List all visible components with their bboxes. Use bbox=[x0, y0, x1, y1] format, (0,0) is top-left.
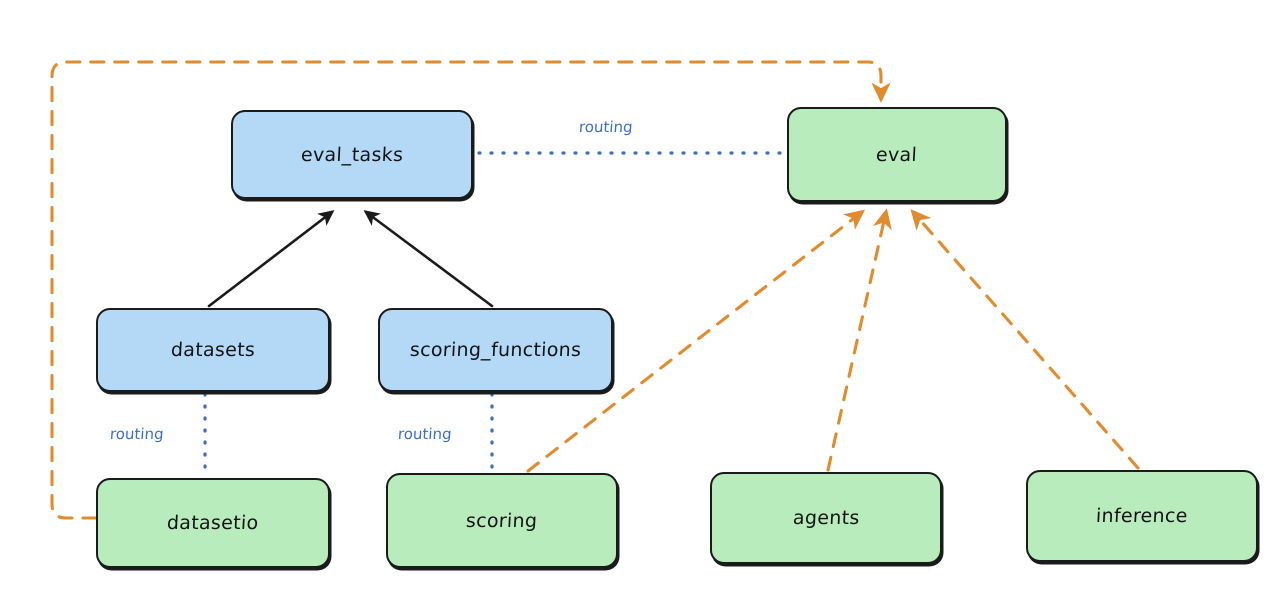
edge-label-routing-scoring-functions-scoring: routing bbox=[397, 425, 453, 443]
node-eval-tasks[interactable]: eval_tasks bbox=[231, 110, 473, 199]
edge-datasets-to-eval_tasks bbox=[207, 210, 335, 308]
node-label: scoring bbox=[465, 509, 539, 532]
node-scoring-functions[interactable]: scoring_functions bbox=[378, 308, 613, 392]
node-label: agents bbox=[792, 507, 860, 529]
node-label: eval bbox=[875, 143, 919, 166]
node-scoring[interactable]: scoring bbox=[386, 473, 618, 568]
edge-agents-to-eval bbox=[826, 208, 892, 472]
node-label: eval_tasks bbox=[300, 143, 404, 166]
node-label: inference bbox=[1095, 505, 1189, 527]
node-label: datasets bbox=[170, 339, 256, 361]
edge-scoring_functions-to-eval_tasks bbox=[363, 210, 494, 308]
node-agents[interactable]: agents bbox=[710, 472, 942, 564]
node-inference[interactable]: inference bbox=[1026, 470, 1258, 562]
edge-label-routing-eval-tasks-eval: routing bbox=[578, 118, 634, 136]
node-label: scoring_functions bbox=[409, 339, 582, 361]
node-datasetio[interactable]: datasetio bbox=[96, 478, 330, 568]
node-datasets[interactable]: datasets bbox=[96, 308, 330, 392]
edge-inference-to-eval bbox=[910, 209, 1140, 470]
edge-datasetio-to-eval bbox=[50, 60, 891, 520]
node-label: datasetio bbox=[166, 512, 260, 534]
edge-label-routing-datasets-datasetio: routing bbox=[109, 425, 165, 443]
node-eval[interactable]: eval bbox=[787, 107, 1007, 202]
